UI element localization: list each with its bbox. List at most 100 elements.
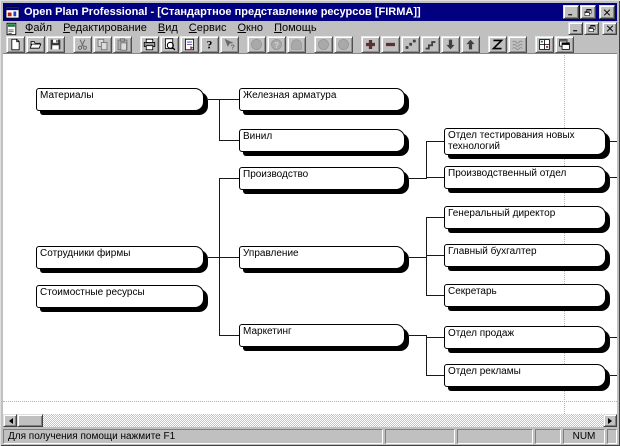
menu-item-1[interactable]: Файл (25, 22, 53, 34)
toolbar-cascade-windows-button[interactable] (555, 35, 574, 53)
minimize-button[interactable] (568, 22, 583, 35)
restore-icon (584, 8, 592, 16)
open-folder-icon (29, 40, 42, 49)
close-button[interactable] (599, 5, 615, 19)
page-guide-horizontal (3, 401, 617, 402)
scroll-right-button[interactable] (603, 414, 617, 427)
toolbar-group-6 (361, 35, 481, 53)
minimize-button[interactable] (563, 5, 579, 19)
menu-item-2[interactable]: Редактирование (63, 22, 147, 34)
horizontal-scrollbar[interactable] (3, 414, 617, 427)
toolbar: ??? (3, 35, 617, 54)
status-panel-4 (607, 429, 617, 444)
status-bar: Для получения помощи нажмите F1 NUM (3, 429, 617, 444)
toolbar-print-button[interactable] (140, 35, 159, 53)
connector-line (409, 257, 426, 258)
toolbar-new-button[interactable] (6, 35, 25, 53)
toolbar-help-button[interactable]: ? (200, 35, 219, 53)
tree-node[interactable]: Производственный отдел (444, 166, 606, 189)
toolbar-context-help-button[interactable]: ? (220, 35, 239, 53)
printer-icon (143, 38, 156, 50)
tree-node[interactable]: Маркетинг (239, 324, 405, 347)
paste-clipboard-icon (117, 37, 128, 51)
toolbar-move-up-button[interactable] (461, 35, 480, 53)
connector-line (610, 177, 617, 178)
tree-node[interactable]: Отдел продаж (444, 326, 606, 349)
connector-line (426, 141, 427, 179)
status-panel-1 (385, 429, 455, 444)
tree-node[interactable]: Производство (239, 167, 405, 190)
close-icon (603, 8, 611, 16)
toolbar-resource-circle-question-button[interactable]: ? (267, 35, 286, 53)
toolbar-group-1 (6, 35, 66, 53)
tree-node[interactable]: Винил (239, 129, 405, 152)
connector-line (208, 99, 219, 100)
toolbar-scatter-button[interactable] (401, 35, 420, 53)
connector-line (610, 141, 617, 142)
toolbar-resource-circle-button[interactable] (247, 35, 266, 53)
toolbar-zigzag-button[interactable] (488, 35, 507, 53)
app-icon (5, 5, 20, 19)
toolbar-resource-arch-button[interactable] (287, 35, 306, 53)
tree-node[interactable]: Сотрудники фирмы (36, 246, 204, 269)
scrollbar-thumb[interactable] (17, 414, 43, 427)
scroll-left-button[interactable] (3, 414, 17, 427)
svg-text:?: ? (231, 42, 236, 51)
arrow-up-icon (466, 39, 475, 49)
toolbar-group-7 (488, 35, 528, 53)
toolbar-paste-button[interactable] (113, 35, 132, 53)
child-document-icon (4, 22, 18, 36)
menu-item-3[interactable]: Вид (157, 22, 178, 34)
toolbar-print-preview-button[interactable] (160, 35, 179, 53)
minimize-icon (572, 30, 577, 32)
toolbar-copy-button[interactable] (93, 35, 112, 53)
connector-line (426, 255, 444, 256)
tree-node[interactable]: Материалы (36, 88, 204, 111)
toolbar-delete-resource-button[interactable] (381, 35, 400, 53)
tree-node[interactable]: Железная арматура (239, 88, 405, 111)
tree-node[interactable]: Генеральный директор (444, 206, 606, 229)
toolbar-add-resource-button[interactable] (361, 35, 380, 53)
toolbar-tile-windows-button[interactable] (535, 35, 554, 53)
toolbar-open-button[interactable] (26, 35, 45, 53)
window-controls (562, 5, 615, 19)
tree-node[interactable]: Главный бухгалтер (444, 244, 606, 267)
restore-icon (588, 25, 595, 32)
connector-line (426, 177, 444, 178)
connector-line (208, 257, 219, 258)
toolbar-circle-left-button[interactable] (314, 35, 333, 53)
toolbar-group-2 (73, 35, 133, 53)
connector-line (219, 140, 239, 141)
toolbar-wavy-button[interactable] (508, 35, 527, 53)
restore-button[interactable] (584, 22, 599, 35)
tree-node[interactable]: Секретарь (444, 284, 606, 307)
tree-node[interactable]: Стоимостные ресурсы (36, 285, 204, 308)
toolbar-move-down-button[interactable] (441, 35, 460, 53)
connector-line (426, 337, 444, 338)
toolbar-cut-button[interactable] (73, 35, 92, 53)
toolbar-update-button[interactable] (180, 35, 199, 53)
new-page-icon (11, 38, 20, 50)
menu-item-5[interactable]: Окно (237, 22, 264, 34)
toolbar-steps-button[interactable] (421, 35, 440, 53)
connector-line (219, 99, 220, 141)
tree-node[interactable]: Отдел тестирования новых технологий (444, 128, 606, 155)
connector-line (426, 141, 444, 142)
close-button[interactable] (602, 22, 617, 35)
tree-node[interactable]: Отдел рекламы (444, 364, 606, 387)
svg-text:?: ? (274, 40, 279, 49)
restore-button[interactable] (580, 5, 596, 19)
plus-icon (366, 39, 375, 49)
menu-item-6[interactable]: Помощь (274, 22, 317, 34)
menu-item-4[interactable]: Сервис (188, 22, 227, 34)
window-tile-icon (539, 38, 550, 50)
copy-pages-icon (97, 38, 108, 50)
connector-line (610, 375, 617, 376)
toolbar-circle-right-button[interactable] (334, 35, 353, 53)
tree-node[interactable]: Управление (239, 246, 405, 269)
stair-steps-icon (425, 40, 436, 49)
toolbar-save-button[interactable] (46, 35, 65, 53)
toolbar-group-4: ? (247, 35, 307, 53)
